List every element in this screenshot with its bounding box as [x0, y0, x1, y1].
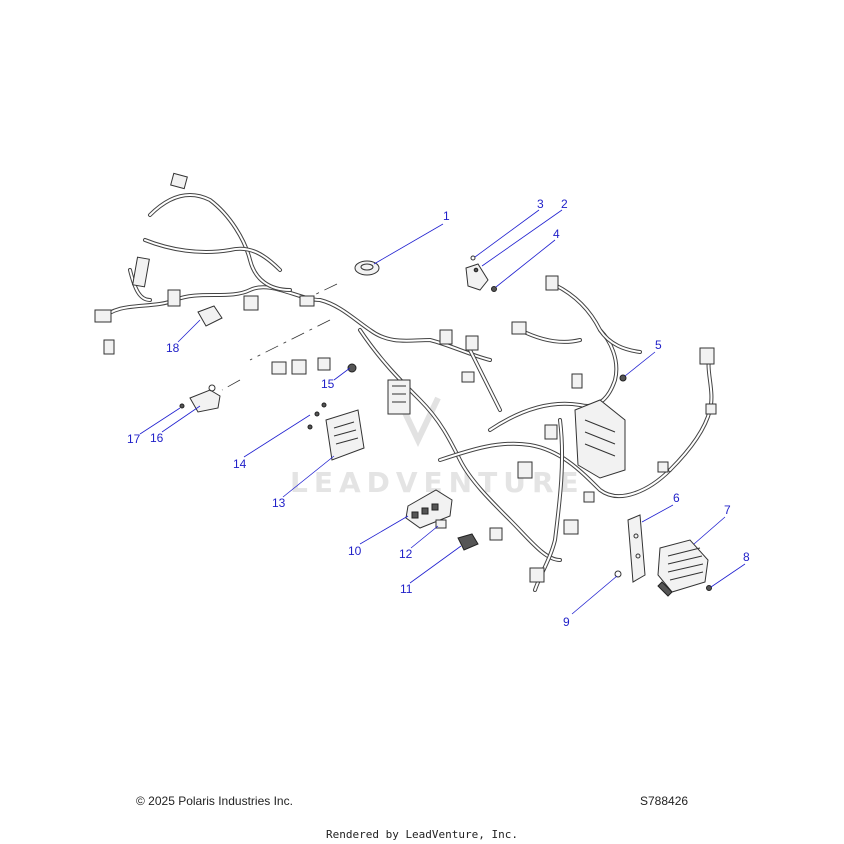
callout-10[interactable]: 10: [348, 544, 362, 558]
part-bracket-2: [465, 263, 489, 291]
part-ecu-13: [325, 409, 365, 461]
leader-lines: [139, 209, 746, 615]
callout-18[interactable]: 18: [166, 341, 180, 355]
callout-14[interactable]: 14: [233, 457, 247, 471]
callout-4[interactable]: 4: [553, 227, 560, 241]
callout-16[interactable]: 16: [150, 431, 164, 445]
callout-2[interactable]: 2: [561, 197, 568, 211]
callout-labels: 1 2 3 4 5 6 7 8 9 10 11 12 13 14 15 16 1…: [127, 197, 750, 629]
wire-harness: [94, 172, 717, 592]
callout-13[interactable]: 13: [272, 496, 286, 510]
part-nut-4: [491, 286, 497, 292]
part-clip-12: [435, 519, 447, 529]
part-grommet: [354, 260, 380, 276]
callout-6[interactable]: 6: [673, 491, 680, 505]
copyright-text: © 2025 Polaris Industries Inc.: [136, 794, 293, 808]
callout-12[interactable]: 12: [399, 547, 413, 561]
rendered-by-text: Rendered by LeadVenture, Inc.: [325, 828, 519, 841]
assembly-center-lines: [221, 283, 338, 391]
part-nut-8: [706, 585, 712, 591]
part-bracket-16: [189, 384, 221, 413]
callout-7[interactable]: 7: [724, 503, 731, 517]
callout-9[interactable]: 9: [563, 615, 570, 629]
callout-17[interactable]: 17: [127, 432, 141, 446]
part-connector-11: [457, 533, 479, 551]
part-relay-10: [405, 489, 453, 529]
callout-5[interactable]: 5: [655, 338, 662, 352]
diagram-id: S788426: [640, 794, 689, 808]
callout-15[interactable]: 15: [321, 377, 335, 391]
callout-3[interactable]: 3: [537, 197, 544, 211]
part-bracket-6: [627, 514, 646, 583]
part-screw-3: [470, 255, 476, 261]
part-module-7: [657, 539, 709, 597]
callout-8[interactable]: 8: [743, 550, 750, 564]
part-nut-5: [619, 374, 627, 382]
part-nuts-14: [307, 402, 327, 430]
callout-1[interactable]: 1: [443, 209, 450, 223]
part-fastener-15: [347, 363, 357, 373]
part-pad-18: [197, 305, 223, 327]
part-screw-17: [179, 403, 185, 409]
part-screw-9: [614, 570, 622, 578]
callout-11[interactable]: 11: [400, 582, 413, 596]
